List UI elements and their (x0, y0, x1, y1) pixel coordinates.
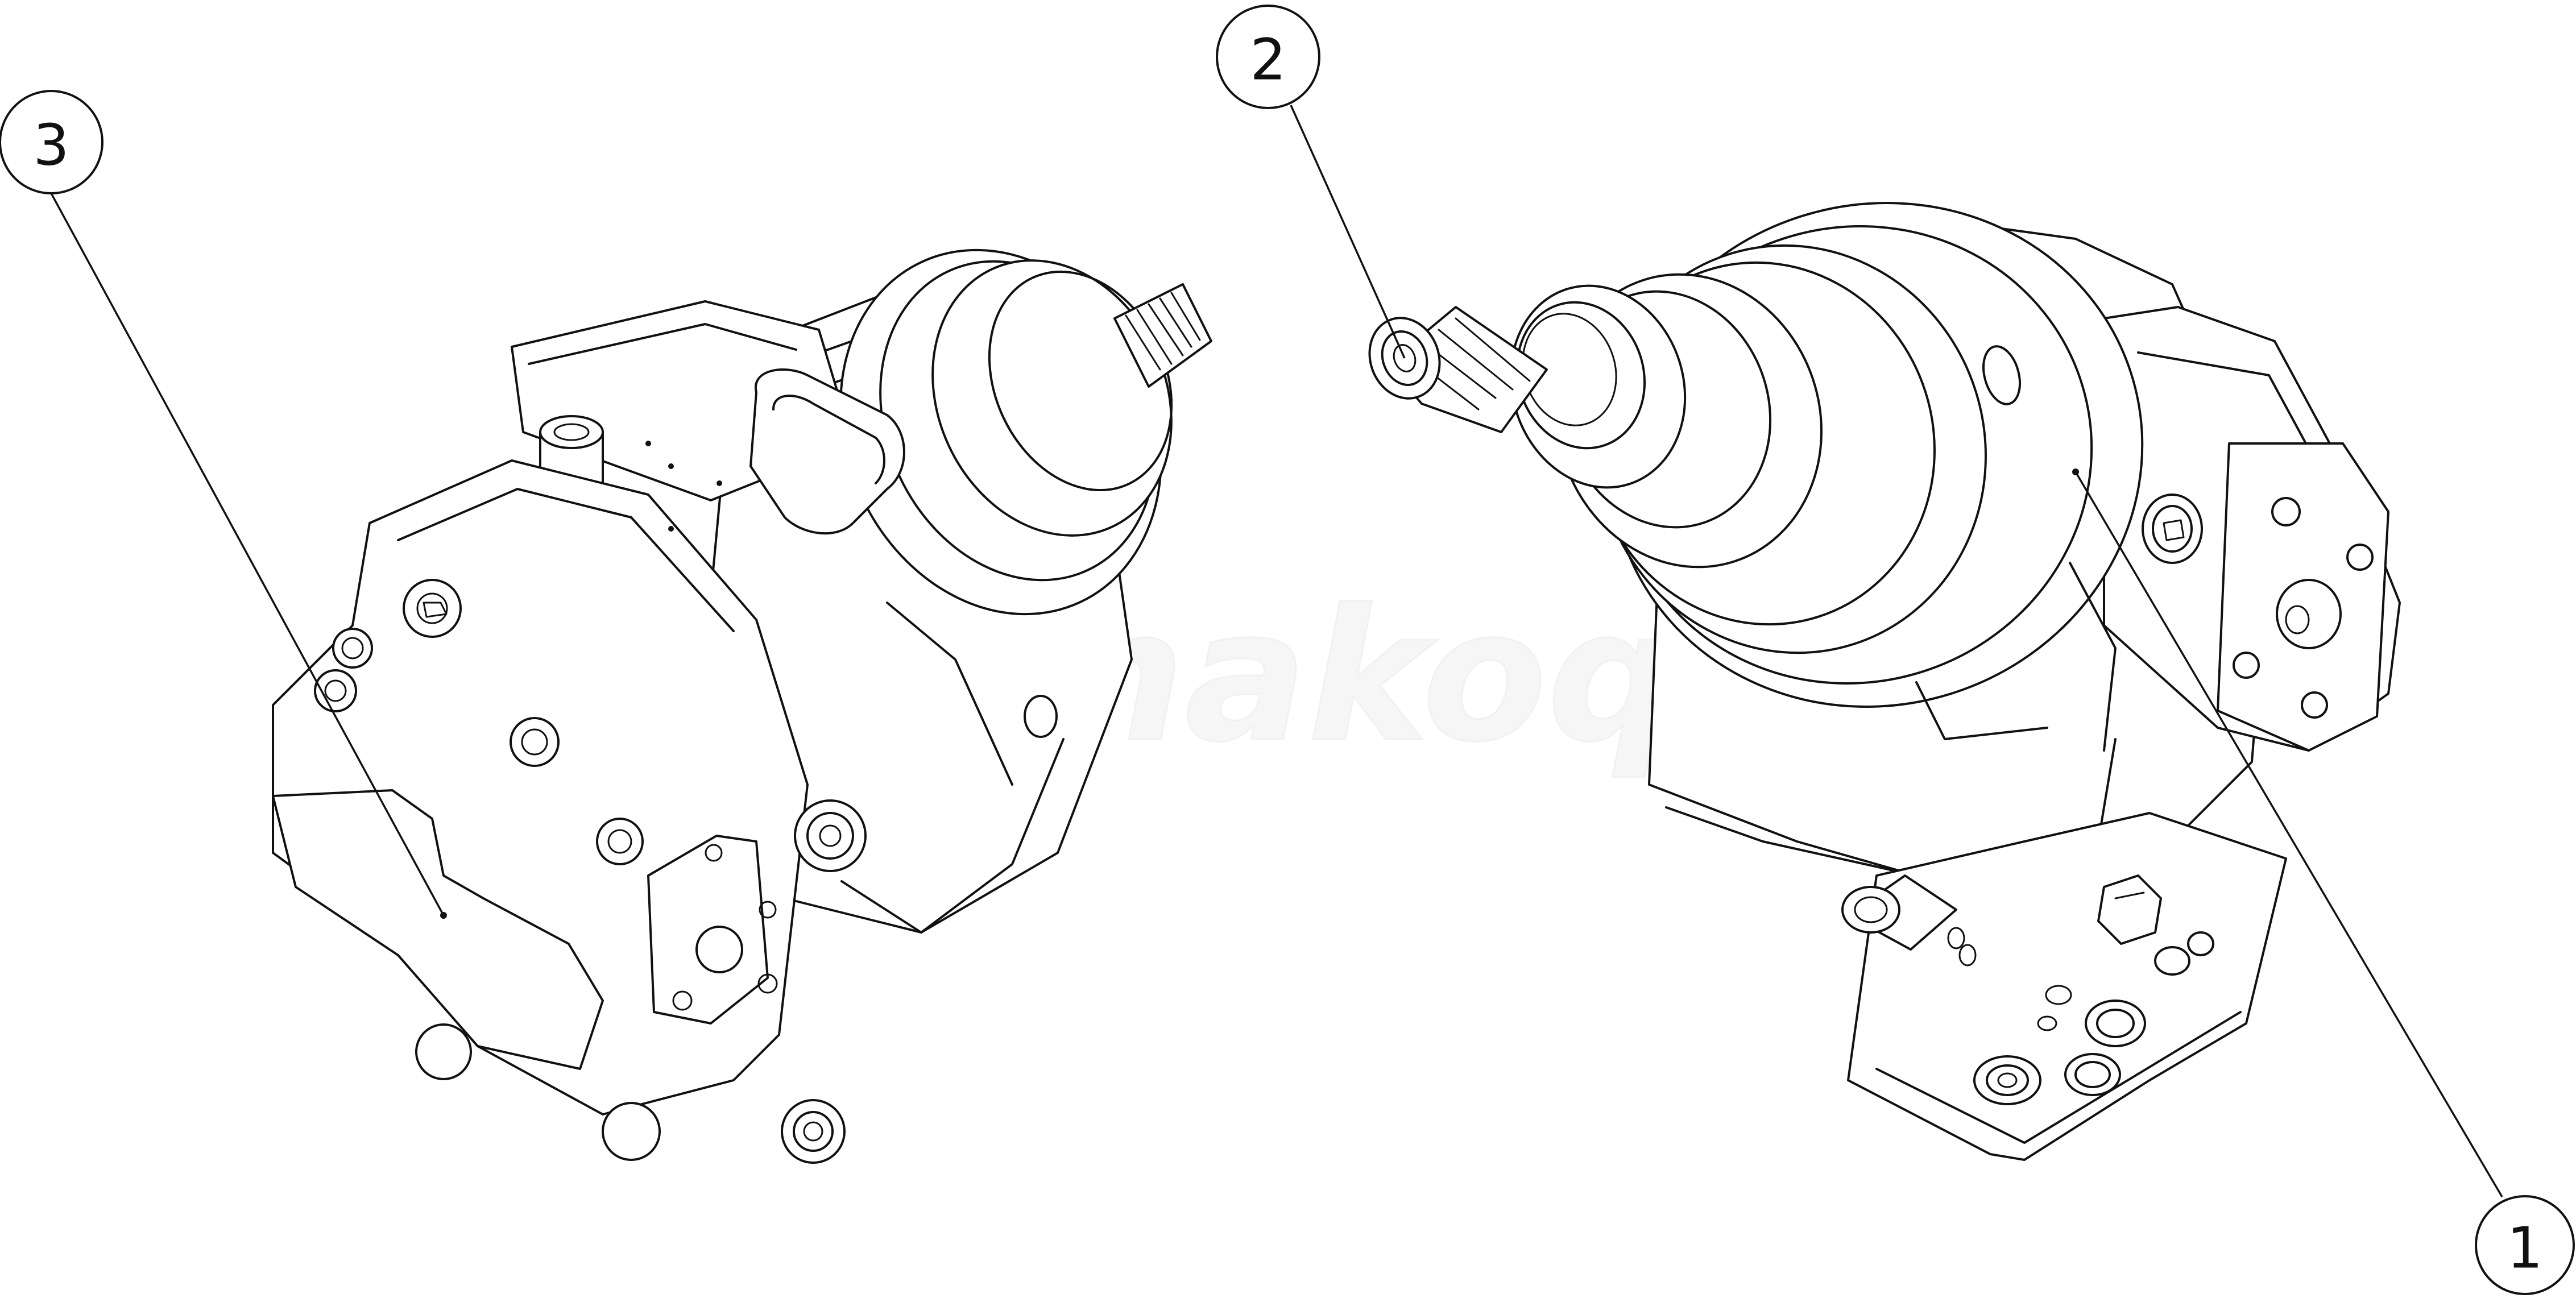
leader-line-2 (1290, 105, 1406, 359)
callout-1-label: 1 (2507, 1215, 2543, 1282)
callout-2-label: 2 (1250, 27, 1286, 93)
callout-1[interactable]: 1 (2074, 471, 2575, 1295)
bolt (794, 799, 867, 872)
socket-screw (2142, 494, 2203, 564)
callout-3[interactable]: 3 (0, 90, 445, 916)
bolt (781, 1099, 846, 1164)
port (1973, 1055, 2041, 1105)
callout-1-circle (2475, 1195, 2575, 1295)
callout-3-label: 3 (33, 112, 69, 179)
hex-bolt (2097, 874, 2162, 945)
port (2064, 1053, 2121, 1096)
hydraulic-motor-left (272, 248, 1212, 1164)
port (2085, 1000, 2146, 1047)
callout-3-circle (0, 90, 103, 194)
callout-2[interactable]: 2 (1216, 5, 1406, 359)
bolt (596, 818, 644, 865)
leader-line-1 (2074, 471, 2503, 1197)
plug (314, 628, 373, 712)
hydraulic-motor-right (1368, 202, 2401, 1161)
leader-line-3 (50, 193, 445, 916)
bolt (510, 717, 560, 767)
bolt (403, 579, 462, 638)
callout-2-circle (1216, 5, 1320, 109)
